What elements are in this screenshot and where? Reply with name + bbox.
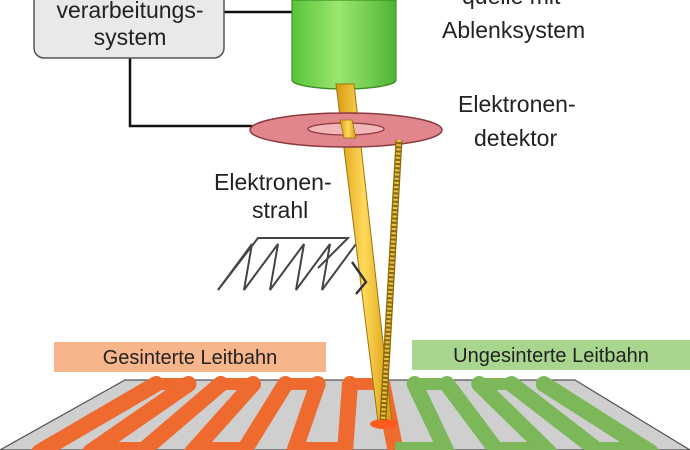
secondary-electron-path [379,139,403,421]
scan-arrow [351,261,368,295]
source-label-2: Ablenksystem [442,17,585,43]
track-segment [286,376,326,450]
track-segment [337,376,358,450]
track-segment [31,376,165,450]
unsintered-label: Ungesinterte Leitbahn [412,340,690,370]
track-segment [133,376,229,450]
source-label-1: quelle mit [462,0,561,9]
electron-source-column [291,0,397,90]
track-segment [235,376,294,450]
track-segment [406,376,455,450]
processing-system-label-2: system [94,24,167,50]
detector-label-2: detektor [474,125,557,151]
processing-system-box: verarbeitungs- system [33,0,225,59]
sintered-label-text: Gesinterte Leitbahn [103,347,278,369]
track-segment [503,376,608,450]
beam-label-1: Elektronen- [214,169,332,195]
scan-zigzag-line [217,243,357,291]
processing-system-label-1: verarbeitungs- [56,0,203,23]
detector-label-1: Elektronen- [458,91,576,117]
scan-path-zigzag [217,237,357,291]
track-segment [535,376,659,450]
track-segment [82,376,197,450]
sintered-label: Gesinterte Leitbahn [54,342,326,372]
track-segment [438,376,506,450]
track-segment [184,376,262,450]
electron-beam-upper [339,119,357,139]
beam-hit-spot [370,419,398,429]
conductive-tracks-platform [0,376,690,450]
unsintered-label-text: Ungesinterte Leitbahn [453,345,649,367]
track-segment [471,376,557,450]
control-line-detector [128,58,252,128]
beam-label-2: strahl [252,197,308,223]
